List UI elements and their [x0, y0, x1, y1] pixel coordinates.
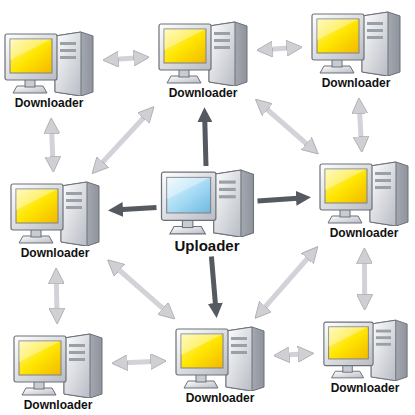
peer-arrow: [362, 254, 367, 304]
computer-icon: [3, 30, 95, 96]
peer-arrow: [109, 58, 143, 60]
computer-icon: [159, 168, 256, 237]
computer-icon: [9, 180, 101, 246]
peer-arrow: [280, 354, 308, 356]
peer-arrow: [54, 274, 60, 318]
node-label: Downloader: [329, 382, 402, 395]
computer-icon: [157, 20, 249, 86]
computer-node: Downloader: [174, 325, 266, 405]
computer-icon: [174, 325, 266, 391]
node-label: Downloader: [320, 77, 393, 90]
node-label: Downloader: [328, 227, 401, 240]
upload-arrow: [211, 257, 216, 313]
peer-arrow: [260, 104, 313, 150]
computer-node: Downloader: [3, 30, 95, 110]
peer-arrow: [263, 48, 296, 50]
computer-icon: [310, 10, 402, 76]
peer-arrow: [118, 361, 160, 363]
upload-arrow: [205, 113, 206, 166]
upload-arrow: [258, 198, 306, 201]
computer-node: Downloader: [157, 20, 249, 100]
computer-node: Downloader: [9, 180, 101, 260]
computer-node: Downloader: [318, 160, 410, 240]
node-label: Uploader: [172, 238, 241, 255]
upload-arrow: [114, 207, 157, 210]
peer-arrow: [359, 104, 361, 146]
computer-node: Downloader: [12, 332, 104, 412]
node-label: Downloader: [184, 392, 257, 405]
node-label: Downloader: [13, 97, 86, 110]
node-label: Downloader: [22, 399, 95, 412]
computer-node: Downloader: [322, 318, 409, 395]
peer-arrow: [259, 252, 313, 314]
computer-icon: [322, 318, 409, 381]
computer-icon: [12, 332, 104, 398]
computer-node: Downloader: [310, 10, 402, 90]
node-label: Downloader: [19, 247, 92, 260]
computer-node: Uploader: [159, 168, 256, 255]
node-label: Downloader: [167, 87, 240, 100]
peer-arrow: [96, 111, 149, 169]
computer-icon: [318, 160, 410, 226]
peer-arrow: [112, 264, 170, 315]
peer-arrow: [51, 124, 53, 166]
